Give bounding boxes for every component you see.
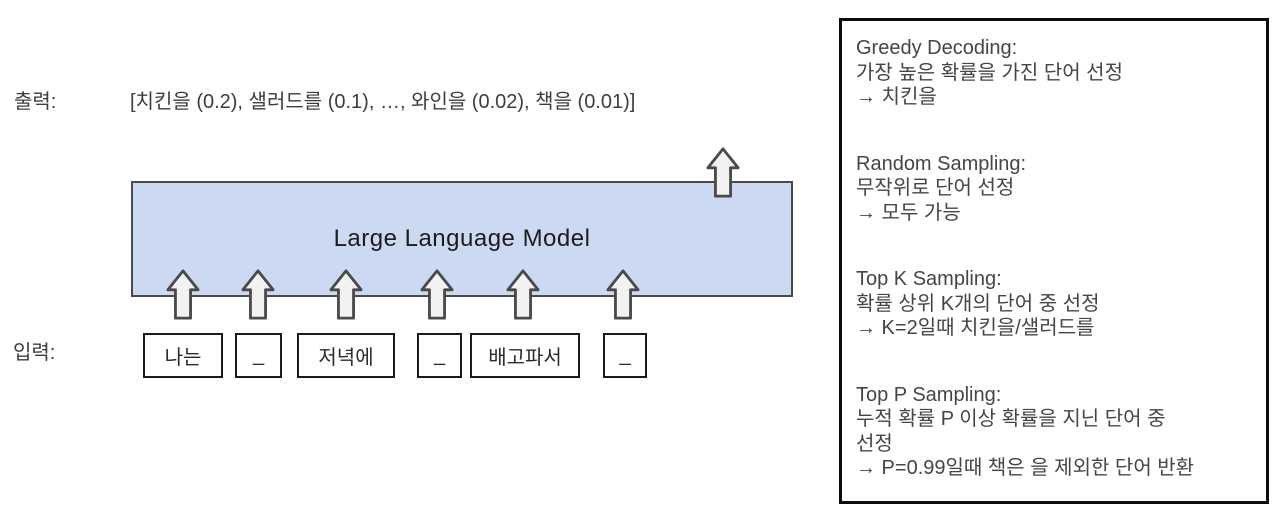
- llm-model-label: Large Language Model: [333, 225, 591, 252]
- random-sampling-section: Random Sampling: 무작위로 단어 선정 → 모두 가능: [856, 152, 1252, 226]
- up-arrow-icon: [506, 269, 540, 320]
- input-token-box: 저녁에: [297, 333, 395, 378]
- output-candidates-text: [치킨을 (0.2), 샐러드를 (0.1), …, 와인을 (0.02), 책…: [130, 91, 636, 113]
- top-p-sampling-section: Top P Sampling: 누적 확률 P 이상 확률을 지닌 단어 중 선…: [856, 383, 1252, 481]
- up-arrow-icon: [706, 147, 740, 198]
- section-line: 무작위로 단어 선정: [856, 177, 1015, 199]
- llm-model-box: Large Language Model: [131, 181, 793, 297]
- section-line: → K=2일때 치킨을/샐러드를: [856, 317, 1095, 339]
- section-title: Top P Sampling:: [856, 383, 1002, 406]
- section-line: → 모두 가능: [856, 201, 961, 224]
- section-line: 누적 확률 P 이상 확률을 지닌 단어 중: [856, 408, 1166, 430]
- up-arrow-icon: [166, 269, 200, 320]
- up-arrow-icon: [241, 269, 275, 320]
- input-token-box: _: [417, 333, 462, 378]
- input-label: 입력:: [13, 342, 56, 364]
- section-title: Random Sampling:: [856, 152, 1027, 175]
- section-line: → 치킨을: [856, 86, 937, 108]
- up-arrow-icon: [420, 269, 454, 320]
- section-line: → P=0.99일때 책은 을 제외한 단어 반환: [856, 457, 1195, 479]
- section-line: 가장 높은 확률을 가진 단어 선정: [856, 61, 1123, 84]
- input-token-box: _: [603, 333, 647, 378]
- input-token-box: _: [235, 333, 282, 378]
- up-arrow-icon: [329, 269, 363, 320]
- greedy-decoding-section: Greedy Decoding: 가장 높은 확률을 가진 단어 선정 → 치킨…: [856, 36, 1252, 110]
- section-line: 선정: [856, 432, 893, 455]
- input-token-box: 배고파서: [470, 333, 580, 378]
- section-title: Greedy Decoding:: [856, 37, 1018, 59]
- section-title: Top K Sampling:: [856, 268, 1002, 290]
- section-line: 확률 상위 K개의 단어 중 선정: [856, 292, 1100, 315]
- decoding-methods-panel: Greedy Decoding: 가장 높은 확률을 가진 단어 선정 → 치킨…: [839, 18, 1269, 504]
- up-arrow-icon: [606, 269, 640, 320]
- top-k-sampling-section: Top K Sampling: 확률 상위 K개의 단어 중 선정 → K=2일…: [856, 267, 1252, 341]
- input-token-box: 나는: [143, 333, 223, 378]
- output-label: 출력:: [14, 91, 57, 113]
